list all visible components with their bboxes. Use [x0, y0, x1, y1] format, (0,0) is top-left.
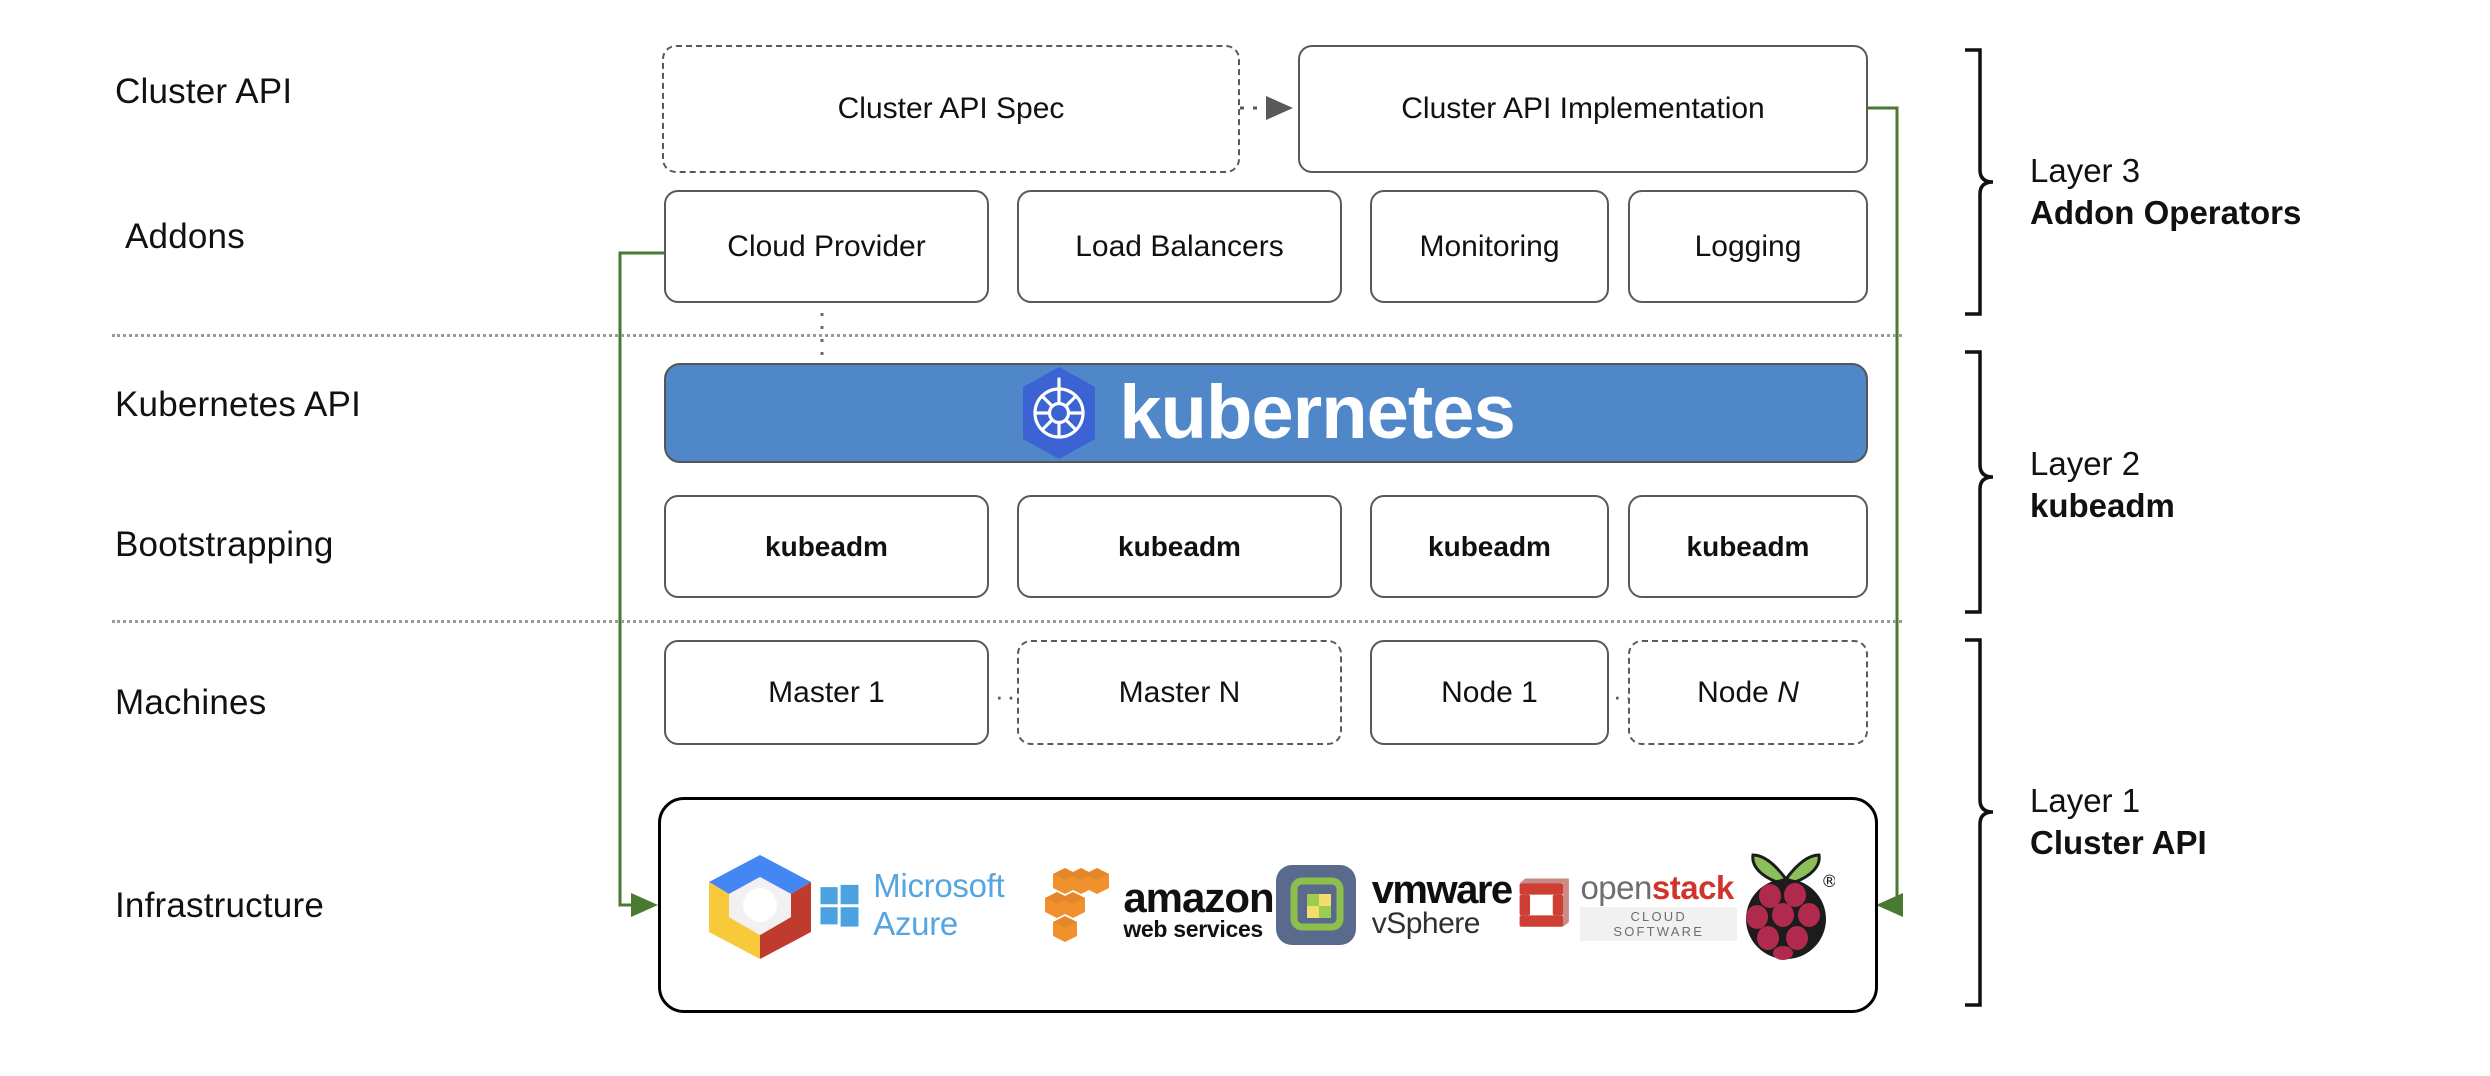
vsphere-wordmark: vSphere: [1371, 907, 1481, 940]
node-label: Cluster API Spec: [837, 92, 1065, 125]
openstack-logo[interactable]: open stack CLOUD SOFTWARE: [1512, 850, 1737, 960]
node-label: Node 1: [1441, 675, 1538, 709]
aws-wordmark-amazon: amazon: [1123, 874, 1274, 922]
layer-number-1: Layer 1: [2030, 782, 2141, 819]
node-master-n[interactable]: Master N: [1017, 640, 1342, 745]
node-kubeadm-3[interactable]: kubeadm: [1370, 495, 1609, 598]
separator-layer2-layer1: [112, 620, 1902, 623]
node-master-1[interactable]: Master 1: [664, 640, 989, 745]
node-label: Logging: [1694, 229, 1802, 263]
node-cluster-api-spec[interactable]: Cluster API Spec: [662, 45, 1240, 173]
row-label-machines: Machines: [115, 683, 267, 722]
separator-layer3-layer2: [112, 334, 1902, 337]
node-load-balancers[interactable]: Load Balancers: [1017, 190, 1342, 303]
vmware-wordmark: vmware: [1371, 868, 1513, 912]
node-node-1[interactable]: Node 1: [1370, 640, 1609, 745]
node-label: Cloud Provider: [727, 229, 926, 263]
aws-wordmark-webservices: web services: [1123, 915, 1263, 942]
node-kubeadm-4[interactable]: kubeadm: [1628, 495, 1868, 598]
layer-name-1: Cluster API: [2030, 824, 2207, 862]
node-cloud-provider[interactable]: Cloud Provider: [664, 190, 989, 303]
layer-name-2: kubeadm: [2030, 487, 2175, 525]
kubernetes-wordmark: kubernetes: [1119, 370, 1515, 455]
node-kubeadm-2[interactable]: kubeadm: [1017, 495, 1342, 598]
node-label: kubeadm: [1118, 530, 1241, 562]
google-cloud-platform-logo[interactable]: [701, 850, 819, 960]
azure-wordmark: Microsoft Azure: [873, 867, 1005, 942]
openstack-wordmark-stack: stack: [1651, 869, 1734, 906]
amazon-web-services-logo[interactable]: amazon web services: [1039, 850, 1275, 960]
node-label: kubeadm: [1686, 530, 1810, 562]
row-label-addons: Addons: [125, 217, 245, 256]
node-label: Master N: [1118, 675, 1241, 709]
node-label: kubeadm: [1428, 530, 1551, 562]
layer-caption-3: Layer 3 Addon Operators: [2030, 150, 2301, 234]
node-label: Master 1: [768, 675, 885, 709]
node-label: kubeadm: [765, 530, 888, 562]
node-label: Cluster API Implementation: [1401, 92, 1765, 125]
layer-caption-2: Layer 2 kubeadm: [2030, 443, 2175, 527]
raspberry-pi-logo[interactable]: ®: [1737, 850, 1835, 960]
node-node-n[interactable]: Node N: [1628, 640, 1868, 745]
microsoft-azure-logo[interactable]: Microsoft Azure: [819, 850, 1039, 960]
node-cluster-api-implementation[interactable]: Cluster API Implementation: [1298, 45, 1868, 173]
node-monitoring[interactable]: Monitoring: [1370, 190, 1609, 303]
vmware-vsphere-logo[interactable]: vmware vSphere: [1274, 850, 1513, 960]
node-label: Load Balancers: [1075, 229, 1284, 263]
row-label-cluster-api: Cluster API: [115, 72, 293, 111]
kubernetes-helm-icon: [1017, 365, 1101, 461]
node-label: Node N: [1697, 676, 1799, 710]
node-label-text: Node: [1697, 675, 1778, 709]
row-label-bootstrapping: Bootstrapping: [115, 525, 334, 564]
layer-caption-1: Layer 1 Cluster API: [2030, 780, 2207, 864]
layer-name-3: Addon Operators: [2030, 194, 2302, 232]
node-label: Monitoring: [1419, 229, 1560, 263]
infrastructure-box[interactable]: Microsoft Azure: [658, 797, 1878, 1013]
node-kubeadm-1[interactable]: kubeadm: [664, 495, 989, 598]
openstack-tagline: CLOUD SOFTWARE: [1580, 907, 1737, 941]
svg-text:®: ®: [1821, 872, 1835, 892]
openstack-wordmark-open: open: [1580, 869, 1652, 906]
node-label-italic: N: [1777, 675, 1799, 709]
node-logging[interactable]: Logging: [1628, 190, 1868, 303]
row-label-kubernetes-api: Kubernetes API: [115, 385, 362, 424]
layer-number-2: Layer 2: [2030, 445, 2141, 482]
layer-number-3: Layer 3: [2030, 152, 2141, 189]
kubernetes-banner[interactable]: kubernetes: [664, 363, 1868, 463]
row-label-infrastructure: Infrastructure: [115, 886, 324, 925]
